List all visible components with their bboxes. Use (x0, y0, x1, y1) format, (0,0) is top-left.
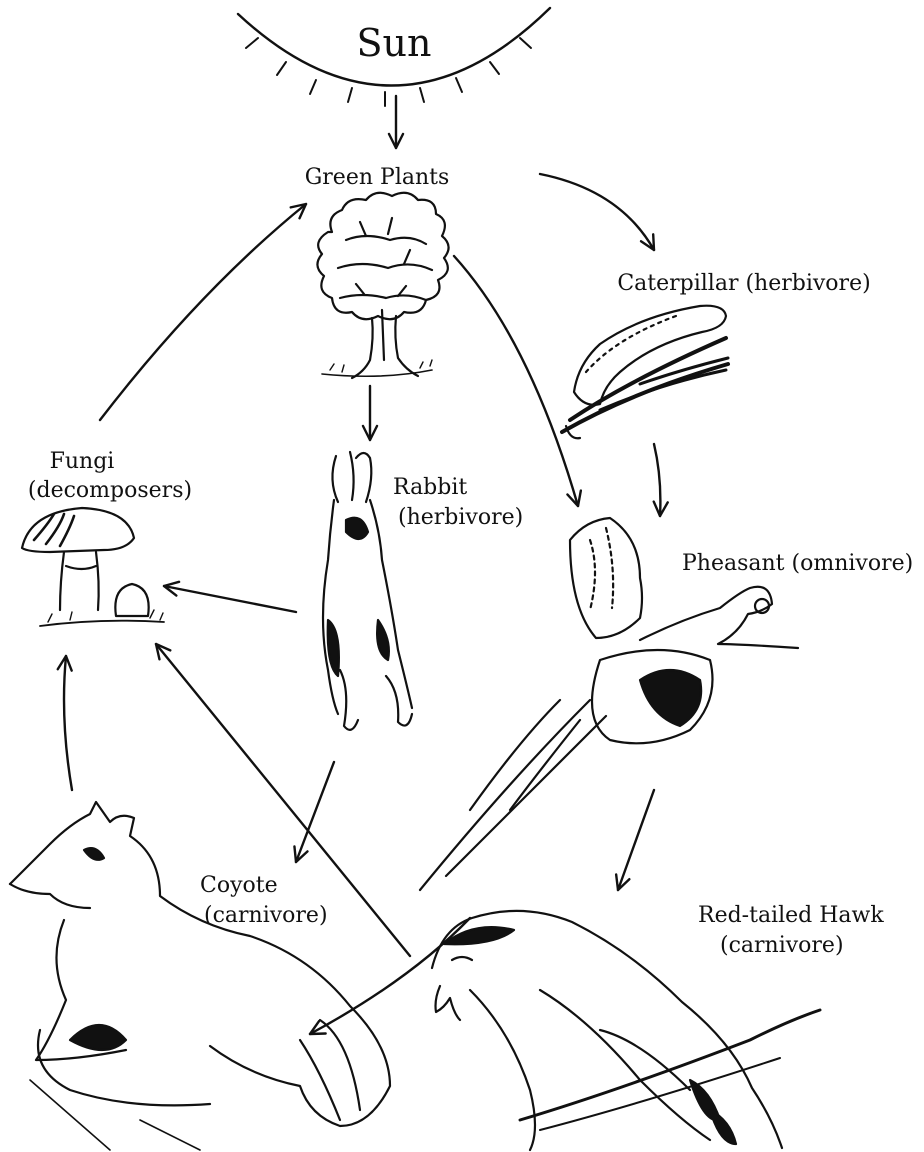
caterpillar-icon (562, 306, 728, 439)
rabbit-label-line1: Rabbit (393, 475, 467, 500)
arrow-plants-to-caterpillar (540, 174, 654, 250)
mushroom-icon (22, 508, 164, 626)
rabbit-label-line2: (herbivore) (398, 505, 523, 530)
tree-icon (317, 193, 448, 378)
arrow-coyote-to-fungi (64, 656, 72, 790)
arrow-caterpillar-to-pheasant (654, 444, 660, 516)
arrow-fungi-to-plants (100, 204, 306, 420)
fungi-label-line1: Fungi (50, 449, 115, 474)
arrow-plants-to-pheasant (454, 256, 578, 506)
coyote-label-line1: Coyote (200, 873, 278, 898)
coyote-label-line2: (carnivore) (204, 903, 328, 928)
hawk-label-line2: (carnivore) (720, 933, 844, 958)
fungi-label-line2: (decomposers) (28, 478, 192, 503)
caterpillar-label: Caterpillar (herbivore) (617, 271, 870, 296)
coyote-icon (10, 802, 390, 1150)
sun-label: Sun (357, 21, 432, 65)
hawk-label-line1: Red-tailed Hawk (698, 903, 884, 928)
arrow-rabbit-to-coyote (296, 762, 334, 862)
arrow-rabbit-to-fungi (164, 586, 296, 612)
arrow-pheasant-to-hawk (618, 790, 654, 890)
green-plants-label: Green Plants (305, 165, 450, 190)
pheasant-label: Pheasant (omnivore) (682, 551, 913, 576)
